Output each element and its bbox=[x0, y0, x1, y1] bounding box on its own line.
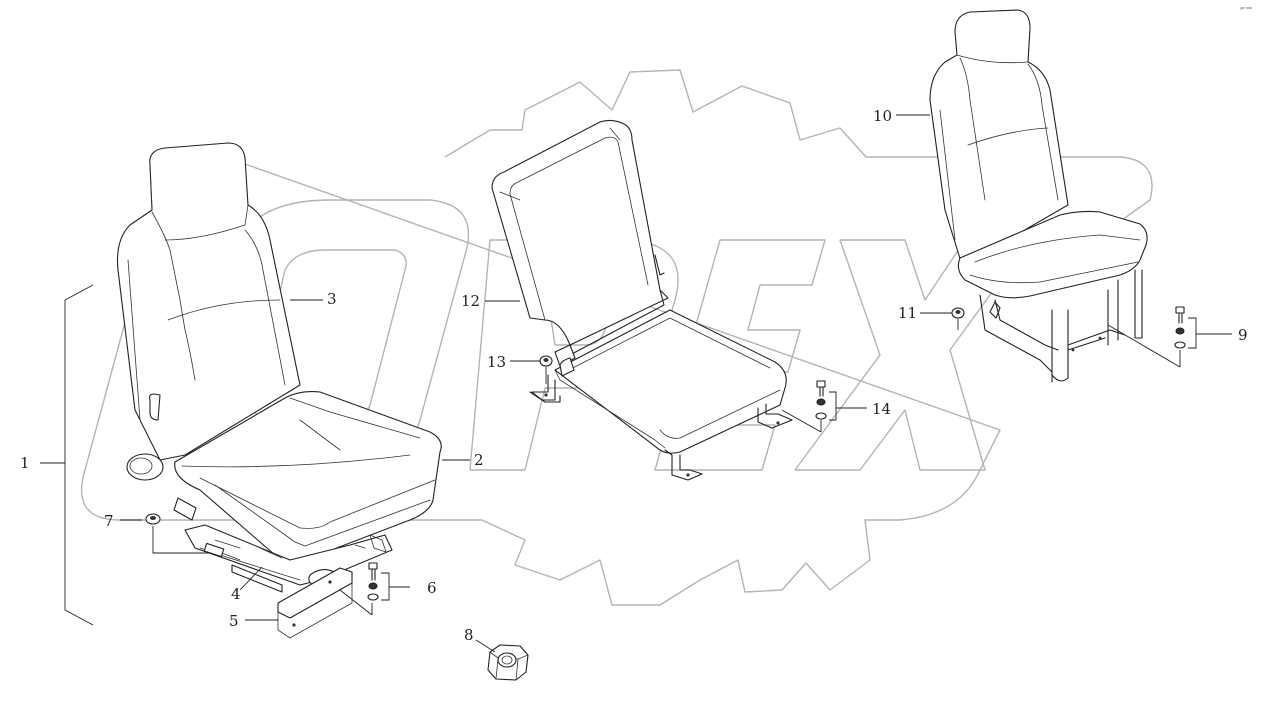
fastener-set-9-icon bbox=[1107, 306, 1232, 368]
callout-10: 10 bbox=[873, 107, 892, 125]
fastener-set-6-icon bbox=[339, 562, 410, 616]
callout-2: 2 bbox=[474, 451, 484, 469]
nut-7-icon bbox=[145, 513, 210, 554]
folding-seat-cushion bbox=[554, 309, 787, 454]
passenger-seat-assembly bbox=[929, 9, 1148, 383]
callout-4: 4 bbox=[231, 585, 241, 603]
corner-mark: ᵍᴹ ⁰⁰⁰ bbox=[1240, 7, 1252, 13]
callout-1: 1 bbox=[20, 454, 30, 472]
callout-3: 3 bbox=[327, 290, 337, 308]
callout-12: 12 bbox=[461, 292, 480, 310]
callout-5: 5 bbox=[229, 612, 239, 630]
watermark-letter-e bbox=[654, 239, 826, 471]
callout-7: 7 bbox=[104, 512, 114, 530]
callout-11: 11 bbox=[898, 304, 917, 322]
callout-labels: 1 2 3 4 5 6 7 8 9 10 11 12 13 14 ᵍᴹ ⁰⁰⁰ bbox=[20, 7, 1252, 644]
bracket-1-leader bbox=[40, 284, 94, 626]
passenger-seat-backrest bbox=[929, 9, 1069, 266]
callout-9: 9 bbox=[1238, 326, 1248, 344]
callout-6: 6 bbox=[427, 579, 437, 597]
callout-13: 13 bbox=[487, 353, 506, 371]
callout-8: 8 bbox=[464, 626, 474, 644]
passenger-seat-cushion bbox=[957, 210, 1148, 299]
watermark-letter-x bbox=[794, 239, 1031, 471]
hex-nut-8-icon bbox=[487, 644, 529, 681]
nut-11-icon bbox=[951, 307, 965, 330]
leader-lines bbox=[40, 114, 952, 653]
folding-seat-back-frame bbox=[491, 119, 669, 346]
fastener-set-14-icon bbox=[781, 380, 867, 433]
driver-seat-backrest bbox=[116, 142, 301, 461]
driver-seat-assembly bbox=[116, 142, 442, 639]
folding-seat-assembly bbox=[491, 119, 793, 481]
callout-14: 14 bbox=[872, 400, 891, 418]
nut-13-icon bbox=[539, 355, 553, 384]
